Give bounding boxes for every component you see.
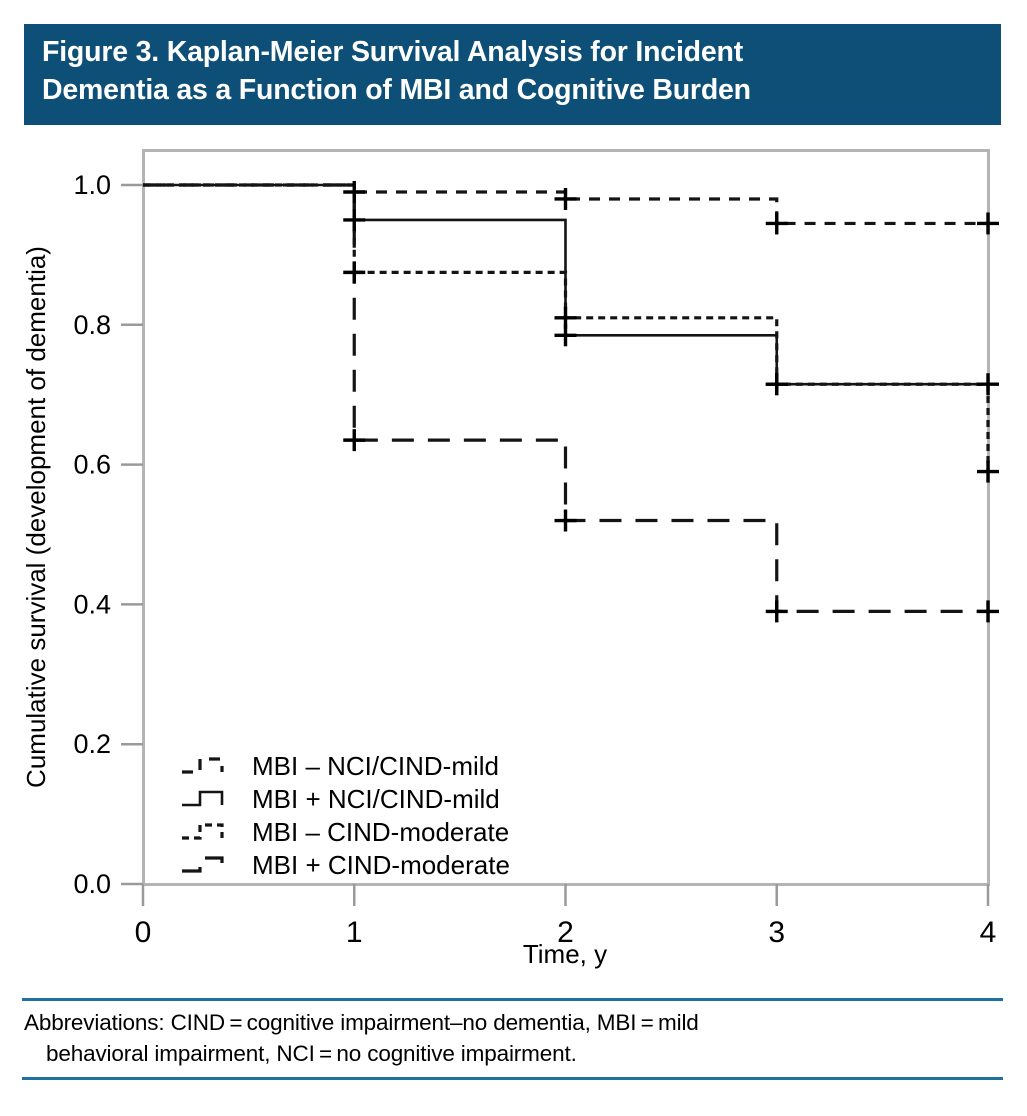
y-tick-label: 0.2 [73,729,111,759]
x-axis-title: Time, y [523,939,607,969]
censor-mark [977,212,999,235]
y-tick-label: 1.0 [73,170,111,200]
x-tick-label: 4 [980,916,997,949]
legend-line-sample [182,823,224,840]
y-tick-label: 0.0 [73,869,111,899]
legend-label: MBI + CIND-moderate [252,850,510,880]
legend-line-sample [182,856,224,873]
censor-mark [343,261,366,284]
y-tick-label: 0.8 [73,310,111,340]
footnote-rule-bottom [22,1077,1003,1080]
figure-title-line-1: Figure 3. Kaplan-Meier Survival Analysis… [42,36,744,68]
footnote-block: Abbreviations: CIND = cognitive impairme… [22,998,1003,1080]
x-tick-label: 2 [557,916,574,949]
footnote-rule-top [22,998,1003,1001]
legend-label: MBI – CIND-moderate [252,817,509,847]
censor-marks [343,180,999,623]
y-axis-title: Cumulative survival (development of deme… [21,246,51,788]
survival-curves [143,183,990,613]
footnote-line-2: behavioral impairment, NCI = no cognitiv… [46,1041,577,1066]
legend-label: MBI – NCI/CIND-mild [252,751,499,781]
abbreviations-note: Abbreviations: CIND = cognitive impairme… [22,1001,1003,1077]
figure-title-bar: Figure 3. Kaplan-Meier Survival Analysis… [24,24,1001,125]
censor-mark [343,180,366,203]
censor-mark [977,373,999,396]
figure-title-line-2: Dementia as a Function of MBI and Cognit… [42,74,751,106]
censor-mark [343,208,366,231]
kaplan-meier-chart: 0.0 0.2 0.4 0.6 0.8 1.0 0 1 2 3 4 MBI – NCI/CIND-… [21,149,999,969]
legend-line-sample [182,790,224,807]
chart-area: 0.0 0.2 0.4 0.6 0.8 1.0 0 1 2 3 4 MBI – NCI/CIND-… [0,128,1027,990]
censor-mark [554,187,577,210]
y-tick-label: 0.6 [73,450,111,480]
x-tick-label: 0 [135,916,152,949]
censor-mark [765,212,788,235]
x-tick-label: 3 [768,916,785,949]
censor-mark [765,373,788,396]
legend-label: MBI + NCI/CIND-mild [252,784,500,814]
censor-mark [765,600,788,623]
x-tick-label: 1 [346,916,363,949]
censor-mark [554,509,577,532]
y-tick-label: 0.4 [73,589,111,619]
y-axis-ticks: 0.0 0.2 0.4 0.6 0.8 1.0 [73,170,143,899]
legend-line-sample [182,757,224,774]
censor-mark [554,306,577,329]
footnote-line-1: Abbreviations: CIND = cognitive impairme… [24,1010,699,1035]
x-axis-ticks: 0 1 2 3 4 [135,884,997,949]
censor-mark [977,460,999,483]
censor-mark [343,429,366,452]
censor-mark [977,600,999,623]
